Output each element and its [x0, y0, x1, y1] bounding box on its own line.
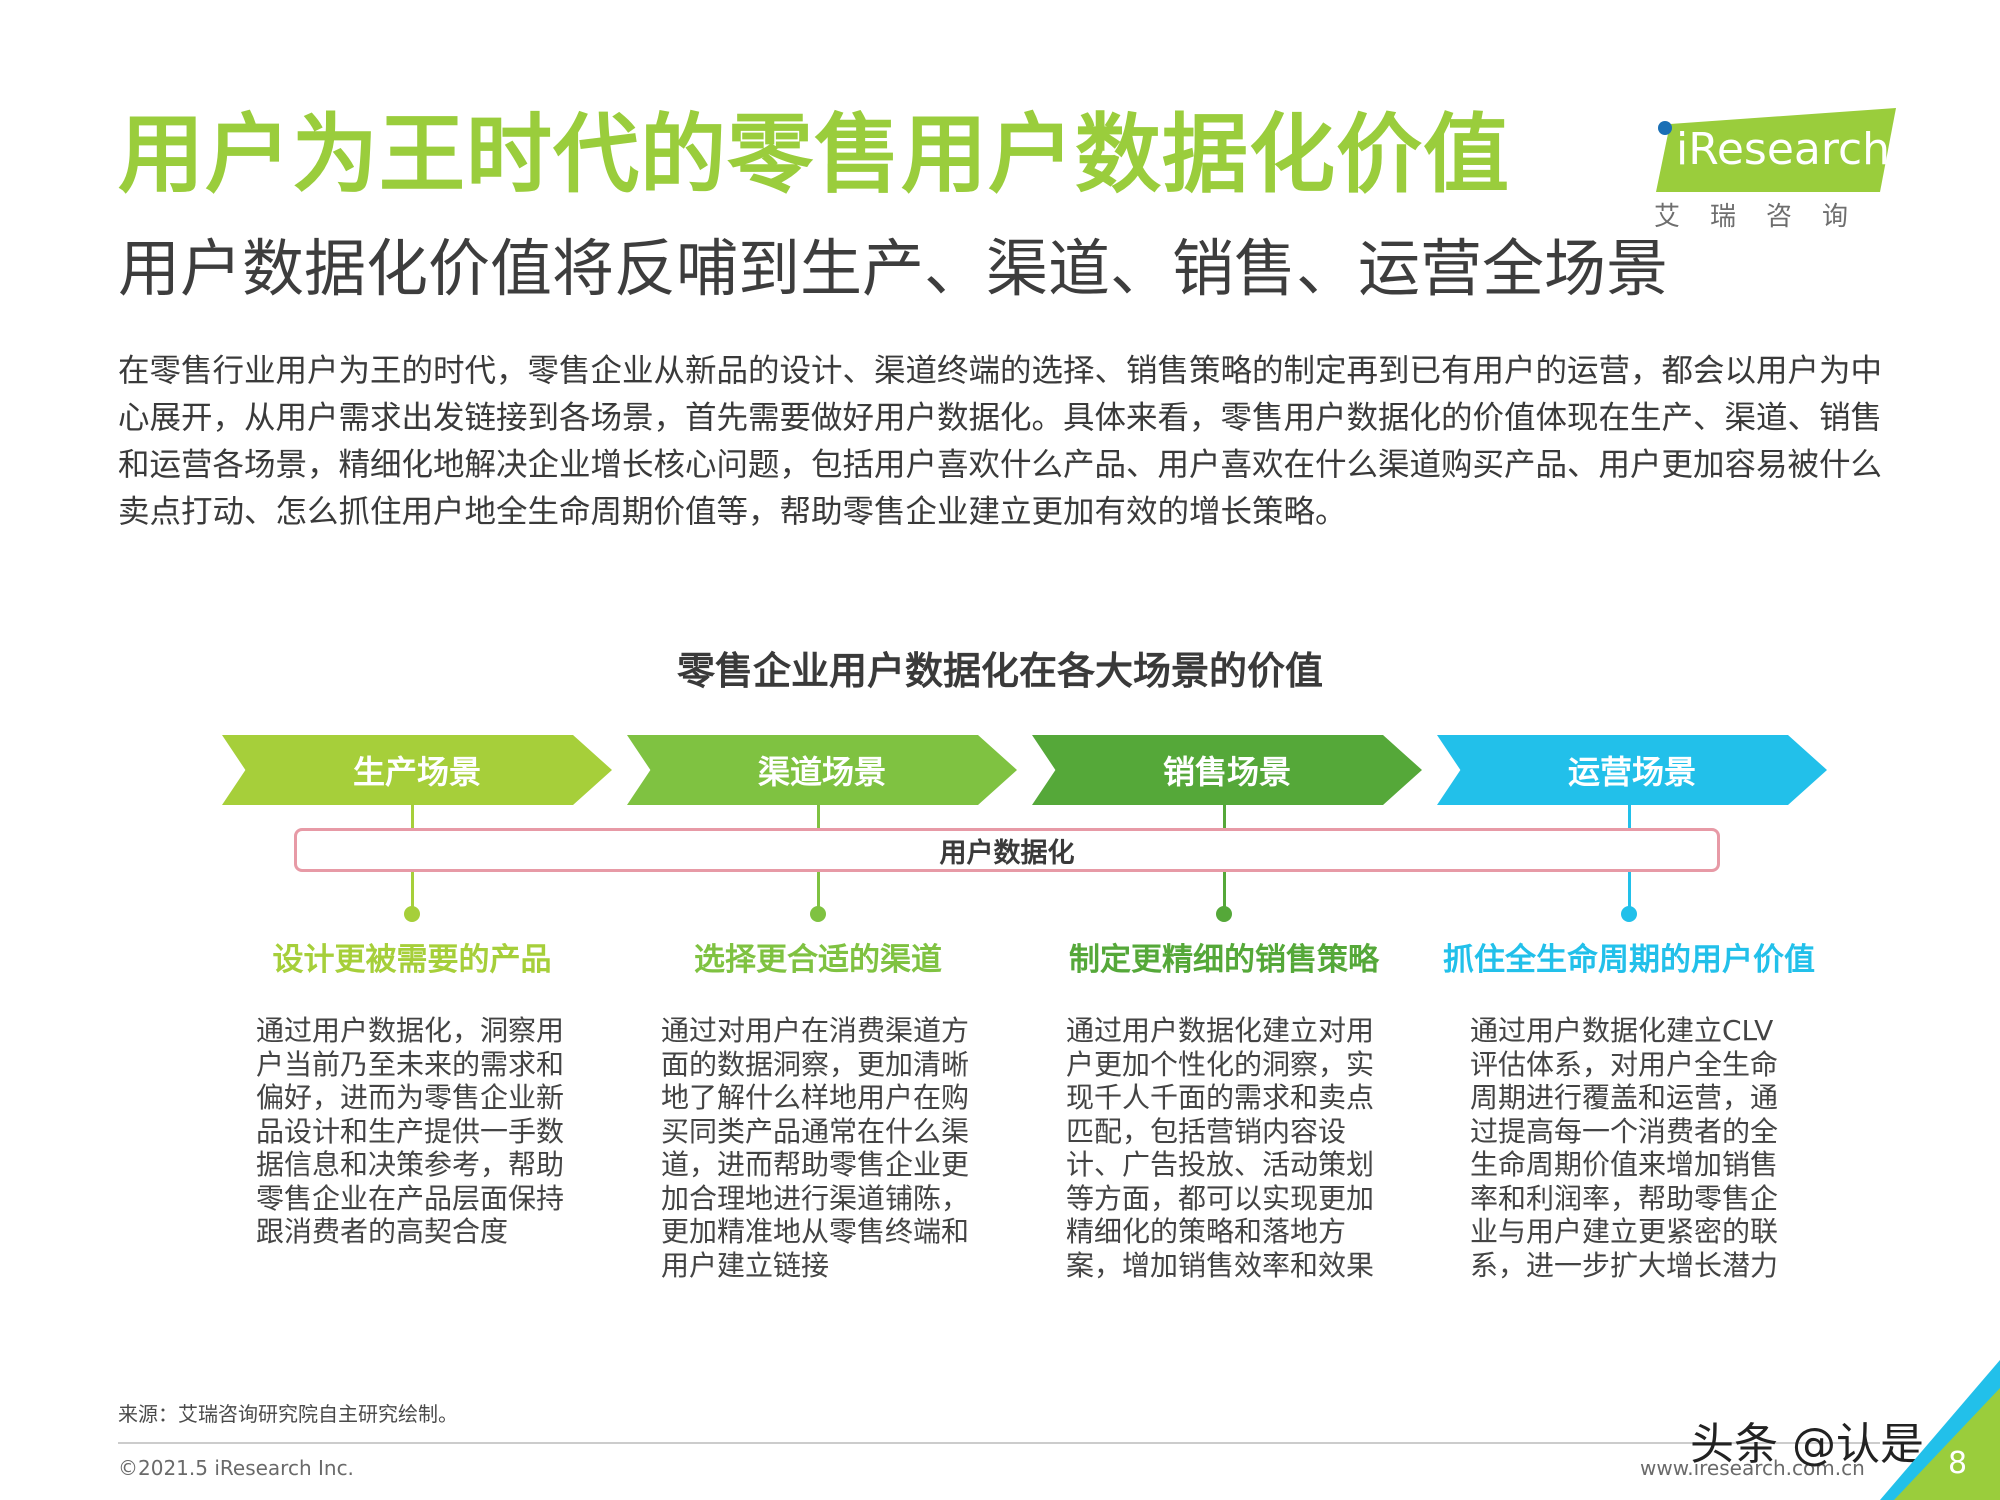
- logo-brand: iResearch: [1676, 124, 1891, 175]
- footer-divider: [118, 1442, 1880, 1444]
- stage-production-chevron: 生产场景: [222, 735, 612, 805]
- stage-production-heading: 设计更被需要的产品: [272, 942, 552, 978]
- stage-sales-description: 通过用户数据化建立对用户更加个性化的洞察，实现千人千面的需求和卖点匹配，包括营销…: [1066, 1014, 1375, 1282]
- stage-operation-description: 通过用户数据化建立CLV评估体系，对用户全生命周期进行覆盖和运营，通过提高每一个…: [1470, 1014, 1779, 1282]
- stage-sales-label: 销售场景: [1162, 753, 1291, 791]
- connector-line: [817, 872, 820, 914]
- logo-chinese: 艾瑞咨询: [1654, 202, 1879, 232]
- stage-channel-label: 渠道场景: [757, 753, 886, 791]
- page-number: 8: [1948, 1446, 1968, 1481]
- stage-production-label: 生产场景: [352, 753, 481, 791]
- source-note: 来源：艾瑞咨询研究院自主研究绘制。: [118, 1402, 458, 1426]
- stage-sales-heading: 制定更精细的销售策略: [1069, 942, 1379, 978]
- logo-parallelogram-icon: [1656, 108, 1896, 192]
- user-data-bar-label: 用户数据化: [939, 837, 1075, 869]
- connector-line: [1223, 872, 1226, 914]
- stage-operation-heading: 抓住全生命周期的用户价值: [1443, 942, 1815, 978]
- iresearch-logo: iResearch 艾瑞咨询: [1648, 104, 1898, 234]
- corner-decoration-icon: [1880, 1360, 2000, 1500]
- connector-line: [1628, 872, 1631, 914]
- intro-paragraph: 在零售行业用户为王的时代，零售企业从新品的设计、渠道终端的选择、销售策略的制定再…: [118, 353, 1883, 530]
- copyright: ©2021.5 iResearch Inc.: [118, 1456, 354, 1480]
- stage-production-description: 通过用户数据化，洞察用户当前乃至未来的需求和偏好，进而为零售企业新品设计和生产提…: [256, 1014, 565, 1248]
- connector-dot: [1216, 906, 1232, 922]
- connector-line: [1223, 805, 1226, 828]
- page-subtitle: 用户数据化价值将反哺到生产、渠道、销售、运营全场景: [118, 232, 1669, 305]
- connector-line: [1628, 805, 1631, 828]
- stage-operation-label: 运营场景: [1567, 753, 1696, 791]
- website-url: www.iresearch.com.cn: [1640, 1456, 1865, 1480]
- stage-sales-chevron: 销售场景: [1032, 735, 1422, 805]
- connector-dot: [1621, 906, 1637, 922]
- stage-channel-chevron: 渠道场景: [627, 735, 1017, 805]
- connector-line: [411, 805, 414, 828]
- toutiao-watermark: 头条 @认是: [1690, 1419, 1924, 1470]
- connector-line: [411, 872, 414, 914]
- page-title: 用户为王时代的零售用户数据化价值: [118, 105, 1510, 205]
- stage-operation-chevron: 运营场景: [1437, 735, 1827, 805]
- logo-dot-icon: [1658, 121, 1672, 135]
- connector-line: [817, 805, 820, 828]
- connector-dot: [404, 906, 420, 922]
- stage-channel-description: 通过对用户在消费渠道方面的数据洞察，更加清晰地了解什么样地用户在购买同类产品通常…: [661, 1014, 970, 1282]
- connector-dot: [810, 906, 826, 922]
- diagram-title: 零售企业用户数据化在各大场景的价值: [676, 649, 1323, 693]
- stage-channel-heading: 选择更合适的渠道: [694, 942, 942, 978]
- user-data-bar: 用户数据化: [294, 828, 1720, 872]
